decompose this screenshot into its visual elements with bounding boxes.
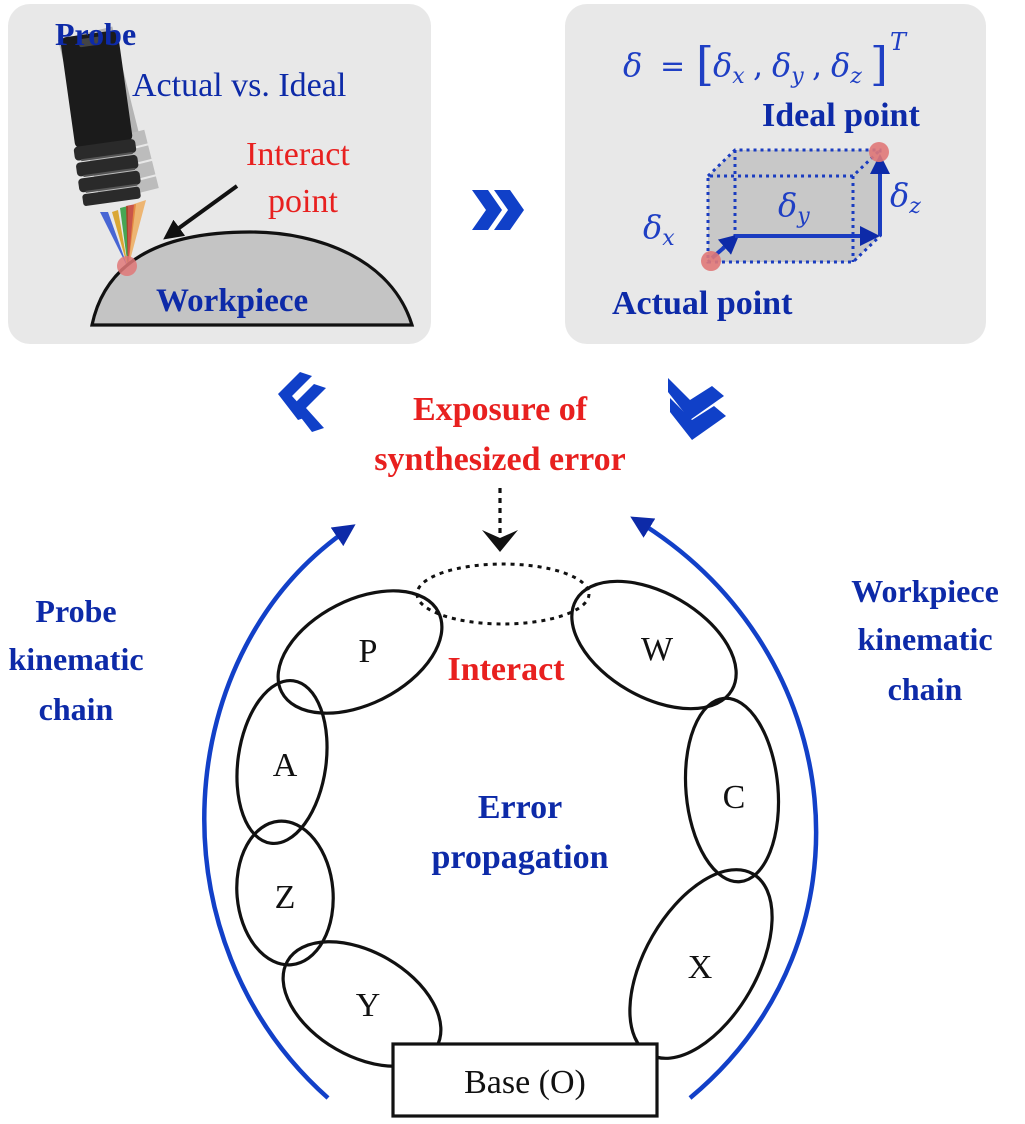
- actual-point-label: Actual point: [612, 285, 793, 322]
- exposure-label-line1: Exposure of: [413, 391, 588, 428]
- actual-vs-ideal-label: Actual vs. Ideal: [132, 67, 346, 104]
- chevron-down-right-icon: [668, 378, 726, 440]
- delta-symbol: δ: [623, 46, 642, 84]
- probe-chain-label-line3: chain: [39, 691, 114, 727]
- base-label: Base (O): [464, 1064, 586, 1101]
- probe-chain-label-line2: kinematic: [8, 641, 143, 677]
- link-x-label: X: [688, 949, 713, 986]
- bracket-close: ]: [870, 37, 888, 91]
- error-propagation-line2: propagation: [432, 839, 609, 876]
- interact-point-label-line2: point: [268, 183, 338, 220]
- eq-comma-2: ,: [812, 46, 822, 84]
- base-box: [391, 1042, 659, 1118]
- workpiece-chain-arrow: [630, 516, 819, 1100]
- link-c-label: C: [723, 779, 746, 816]
- ideal-point-marker: [869, 142, 889, 162]
- link-w: [570, 579, 738, 711]
- eq-delta-y: δy: [772, 46, 804, 89]
- delta-y-label: δy: [778, 186, 810, 229]
- probe-rays: [100, 200, 146, 268]
- chevron-right-icon: [472, 190, 524, 230]
- bracket-open: [: [696, 37, 714, 91]
- eq-delta-z: δz: [831, 46, 862, 89]
- link-p-label: P: [359, 633, 378, 670]
- error-vector-equation: δ = [ δx , δy , δz ] T: [623, 28, 908, 91]
- eq-comma-1: ,: [753, 46, 763, 84]
- interact-ellipse: [415, 562, 591, 626]
- delta-z-label: δz: [890, 176, 921, 219]
- delta-x-label: δx: [643, 208, 675, 251]
- link-c: [683, 696, 781, 884]
- error-vector-panel: δ = [ δx , δy , δz ] T δx δy δz Ideal po: [565, 4, 986, 344]
- workpiece-chain-label-line2: kinematic: [857, 621, 992, 657]
- kinematic-chain: P A Z Y W C X: [235, 562, 781, 1068]
- link-y-label: Y: [356, 987, 381, 1024]
- link-z-label: Z: [275, 879, 296, 916]
- probe-title: Probe: [55, 16, 136, 52]
- interact-label: Interact: [447, 651, 565, 688]
- probe-chain-arrow: [202, 524, 356, 1100]
- transpose-superscript: T: [890, 28, 908, 56]
- error-propagation-line1: Error: [478, 789, 562, 826]
- link-p: [276, 589, 444, 715]
- interact-point-marker: [117, 256, 137, 276]
- link-w-label: W: [641, 631, 674, 668]
- workpiece-chain-label-line1: Workpiece: [851, 573, 999, 609]
- equals-sign: =: [660, 49, 685, 84]
- probe-panel: Probe Actual vs. Ideal Interact point Wo…: [8, 4, 431, 344]
- actual-point-marker: [701, 251, 721, 271]
- workpiece-label: Workpiece: [156, 283, 308, 319]
- exposure-label-line2: synthesized error: [374, 441, 625, 478]
- ideal-point-label: Ideal point: [762, 97, 920, 134]
- interact-point-label-line1: Interact: [246, 136, 350, 173]
- workpiece-chain-label-line3: chain: [888, 671, 963, 707]
- link-z: [235, 819, 335, 967]
- dotted-arrow-head: [482, 530, 518, 552]
- chevron-up-left-icon: [278, 372, 326, 432]
- probe-icon: [60, 30, 141, 206]
- link-a: [235, 678, 329, 846]
- eq-delta-x: δx: [713, 46, 745, 89]
- probe-chain-label-line1: Probe: [35, 593, 116, 629]
- link-a-label: A: [273, 747, 298, 784]
- interact-arrow: [163, 184, 239, 240]
